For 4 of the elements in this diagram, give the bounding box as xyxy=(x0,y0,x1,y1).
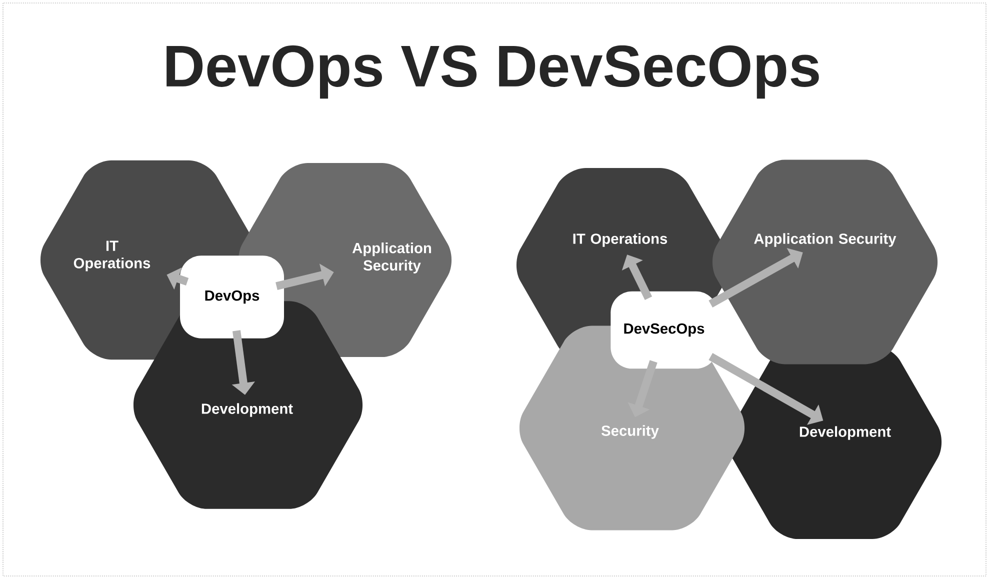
node-label: DevSecOps xyxy=(624,323,704,337)
hexagon: Development xyxy=(728,345,942,539)
hexagon: Application Security xyxy=(712,160,938,364)
title: DevOps VS DevSecOps xyxy=(166,45,819,99)
